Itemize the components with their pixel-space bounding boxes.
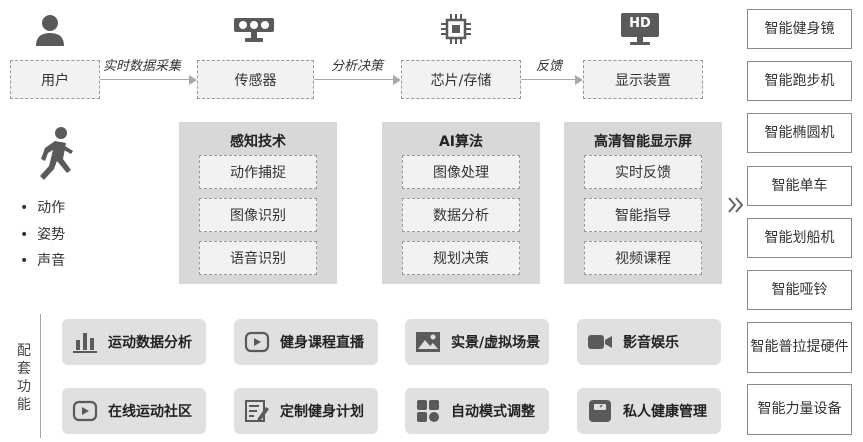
feature-custom-fitness-plan: 定制健身计划 <box>234 388 378 434</box>
flow-arrow-label-1: 实时数据采集 <box>103 59 182 74</box>
product-smart-pilates: 智能普拉提硬件 <box>747 322 852 373</box>
flow-node-user: 用户 <box>10 60 100 99</box>
flow-arrow-label-3: 反馈 <box>536 59 563 74</box>
user-icon <box>36 15 64 46</box>
product-smart-mirror: 智能健身镜 <box>747 9 852 49</box>
flow-node-chip-storage: 芯片/存储 <box>401 60 521 99</box>
feature-av-entertainment: 影音娱乐 <box>577 319 721 365</box>
play-button-icon <box>244 331 270 353</box>
panel-item: 实时反馈 <box>584 155 702 189</box>
panel-item: 图像处理 <box>402 155 520 189</box>
sensor-camera-icon <box>234 18 274 42</box>
panel-title: AI算法 <box>438 134 484 150</box>
image-icon <box>416 332 440 352</box>
double-chevron-right-icon <box>728 197 744 213</box>
panel-title: 高清智能显示屏 <box>594 134 692 150</box>
flow-node-sensor: 传感器 <box>197 60 314 99</box>
chip-icon <box>441 14 471 44</box>
feature-online-community: 在线运动社区 <box>62 388 206 434</box>
input-item: • 姿势 <box>20 227 66 243</box>
bar-chart-icon <box>73 333 97 353</box>
hd-badge: HD <box>629 16 651 31</box>
flow-arrow-line-3 <box>521 79 575 80</box>
flow-arrow-line-2 <box>314 79 393 80</box>
flow-arrowhead-3 <box>575 75 583 85</box>
running-person-icon <box>40 127 73 180</box>
flow-arrowhead-2 <box>393 75 401 85</box>
product-smart-bike: 智能单车 <box>747 166 852 206</box>
product-smart-treadmill: 智能跑步机 <box>747 61 852 101</box>
panel-perception: 感知技术 动作捕捉 图像识别 语音识别 <box>179 122 337 284</box>
flow-arrowhead-1 <box>189 75 197 85</box>
feature-live-fitness-class: 健身课程直播 <box>234 319 378 365</box>
panel-item: 动作捕捉 <box>199 155 317 189</box>
panel-ai-algorithm: AI算法 图像处理 数据分析 规划决策 <box>382 122 540 284</box>
product-smart-strength: 智能力量设备 <box>747 384 852 435</box>
scale-icon <box>589 400 611 422</box>
flow-node-display: 显示装置 <box>583 60 703 99</box>
product-smart-elliptical: 智能椭圆机 <box>747 113 852 153</box>
panel-item: 数据分析 <box>402 198 520 232</box>
video-camera-icon <box>588 335 612 349</box>
panel-item: 规划决策 <box>402 241 520 275</box>
product-smart-dumbbell: 智能哑铃 <box>747 270 852 310</box>
feature-sports-data-analysis: 运动数据分析 <box>62 319 206 365</box>
input-item: • 声音 <box>20 253 66 269</box>
app-grid-icon <box>417 400 439 422</box>
product-smart-rower: 智能划船机 <box>747 218 852 258</box>
panel-item: 智能指导 <box>584 198 702 232</box>
feature-real-virtual-scene: 实景/虚拟场景 <box>405 319 549 365</box>
feature-personal-health: 私人健康管理 <box>577 388 721 434</box>
hd-monitor-icon: HD <box>620 12 660 48</box>
edit-list-icon <box>245 400 269 422</box>
flow-arrow-line-1 <box>100 79 189 80</box>
panel-title: 感知技术 <box>230 134 286 150</box>
panel-item: 视频课程 <box>584 241 702 275</box>
input-item: • 动作 <box>20 200 66 216</box>
panel-item: 图像识别 <box>199 198 317 232</box>
flow-arrow-label-2: 分析决策 <box>331 59 384 74</box>
side-label: 配 套 功 能 <box>17 343 31 413</box>
panel-item: 语音识别 <box>199 241 317 275</box>
feature-auto-mode-adjust: 自动模式调整 <box>405 388 549 434</box>
side-bracket-line <box>40 314 41 438</box>
panel-hd-display: 高清智能显示屏 实时反馈 智能指导 视频课程 <box>564 122 722 284</box>
play-button-icon <box>72 400 98 422</box>
